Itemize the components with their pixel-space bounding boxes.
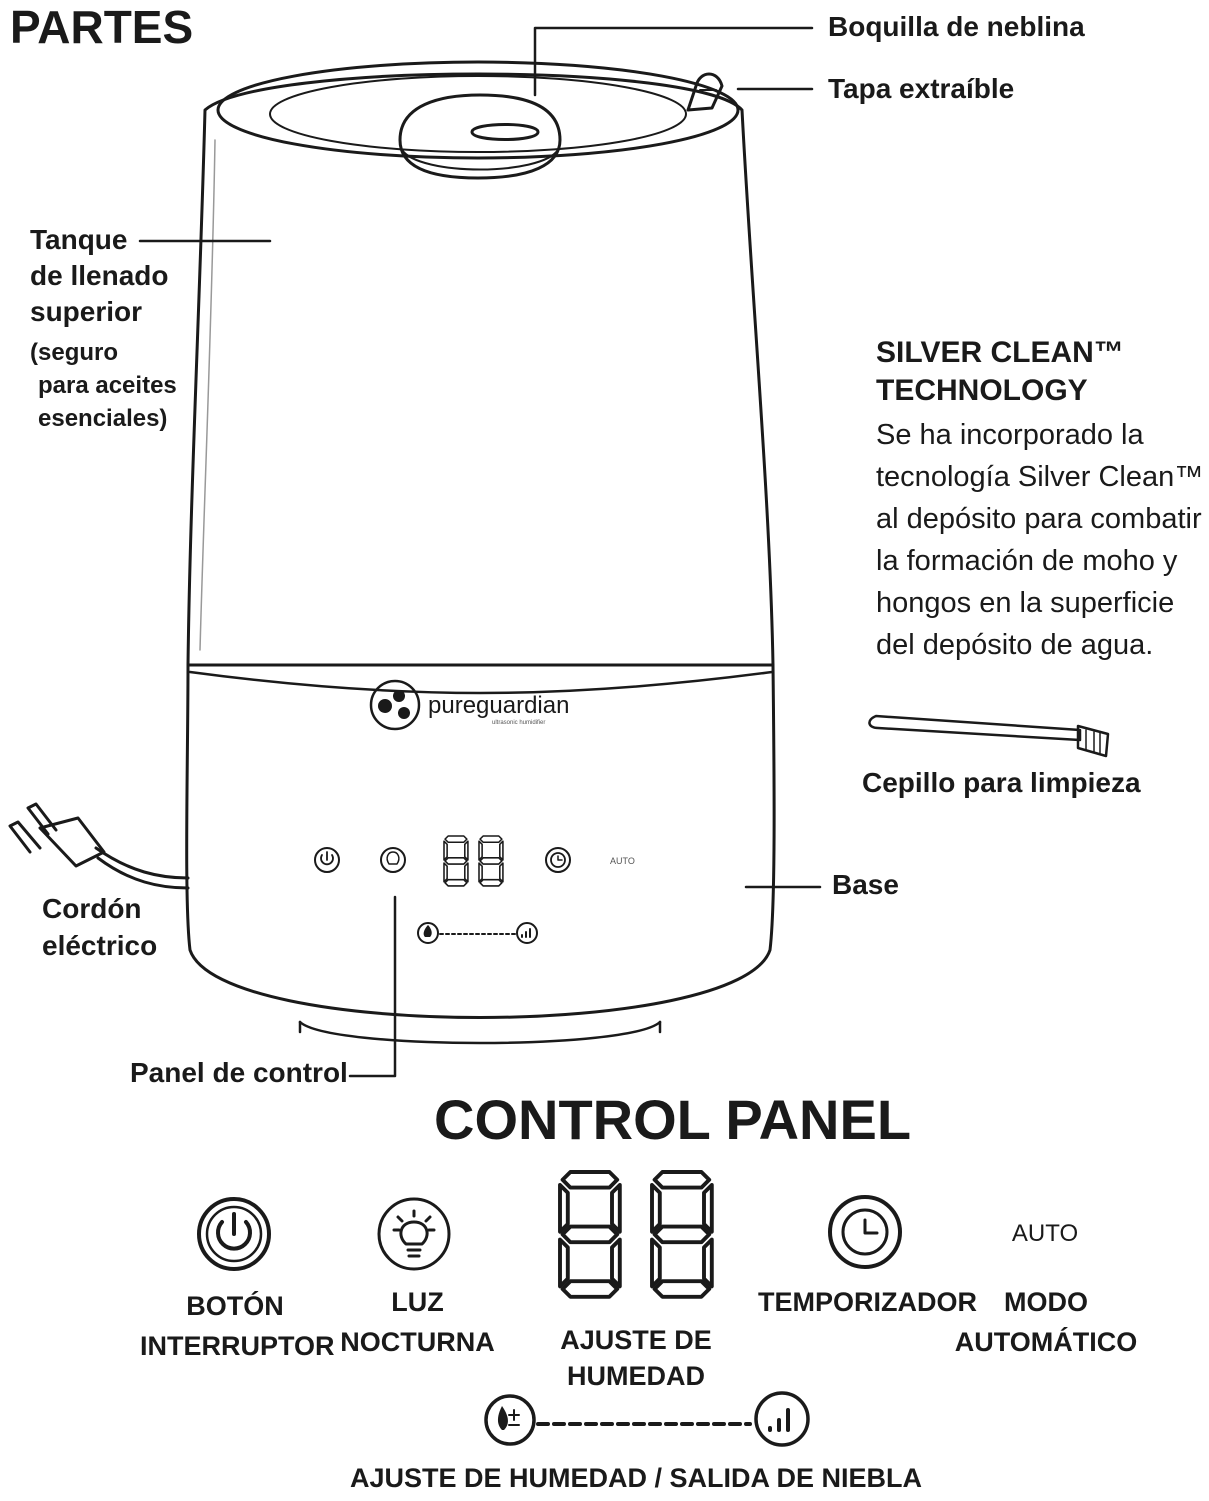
- brand-logo: [371, 681, 419, 729]
- power-icon: [199, 1199, 269, 1269]
- label-top-fill-tank: Tanque de llenado superior: [30, 222, 168, 330]
- auto-indicator: AUTO: [980, 1220, 1110, 1249]
- device-light-icon: [381, 848, 405, 872]
- plug-icon: [40, 818, 104, 866]
- humidifier-body: [187, 74, 774, 1043]
- device-timer-icon: [546, 848, 570, 872]
- body-line: al depósito para combatir: [876, 498, 1209, 540]
- label-cleaning-brush: Cepillo para limpieza: [862, 766, 1141, 800]
- label-line: Cordón: [42, 890, 157, 927]
- label-mist-output: AJUSTE DE HUMEDAD / SALIDA DE NIEBLA: [0, 1462, 1209, 1494]
- base-bottom-rim: [300, 1022, 660, 1043]
- label-line: LUZ: [340, 1282, 495, 1322]
- label-mist-nozzle: Boquilla de neblina: [828, 10, 1085, 44]
- page-title: PARTES: [10, 4, 193, 50]
- label-line: AJUSTE DE: [540, 1322, 732, 1358]
- title-line: SILVER CLEAN™: [876, 334, 1124, 372]
- device-control-panel: [315, 836, 570, 943]
- silver-clean-title: SILVER CLEAN™ TECHNOLOGY: [876, 334, 1124, 410]
- body-line: la formación de moho y: [876, 540, 1209, 582]
- mist-nozzle: [400, 95, 560, 178]
- title-line: TECHNOLOGY: [876, 372, 1124, 410]
- brand-tagline: ultrasonic humidifier: [492, 720, 545, 726]
- label-line: (seguro: [30, 336, 177, 369]
- signal-bars-icon: [756, 1393, 808, 1445]
- label-line: esenciales): [30, 402, 177, 435]
- leader-lines: [140, 28, 820, 1076]
- water-drop-icon: [486, 1396, 534, 1444]
- brush-icon: [869, 716, 1108, 756]
- label-line: Tanque: [30, 222, 168, 258]
- silver-clean-description: Se ha incorporado la tecnología Silver C…: [876, 414, 1209, 666]
- power-cord: [10, 804, 188, 888]
- label-base: Base: [832, 868, 899, 902]
- label-line: BOTÓN: [140, 1286, 330, 1326]
- seven-segment-display: [560, 1172, 712, 1297]
- tank-outline: [188, 74, 773, 665]
- label-night-light: LUZ NOCTURNA: [340, 1282, 495, 1362]
- body-line: Se ha incorporado la: [876, 414, 1209, 456]
- label-power-button: BOTÓN INTERRUPTOR: [140, 1286, 330, 1366]
- label-line: INTERRUPTOR: [140, 1326, 330, 1366]
- device-auto-indicator: AUTO: [610, 856, 635, 866]
- body-line: tecnología Silver Clean™: [876, 456, 1209, 498]
- label-line: superior: [30, 294, 168, 330]
- label-control-panel: Panel de control: [130, 1056, 348, 1090]
- label-power-cord: Cordón eléctrico: [42, 890, 157, 964]
- body-line: hongos en la superficie: [876, 582, 1209, 624]
- clock-icon: [830, 1197, 900, 1267]
- label-line: para aceites: [30, 369, 177, 402]
- device-power-icon: [315, 848, 339, 872]
- brand-name: pureguardian: [428, 692, 569, 719]
- label-tank-note: (seguro para aceites esenciales): [30, 336, 177, 435]
- label-removable-lid: Tapa extraíble: [828, 72, 1014, 106]
- removable-lid: [218, 62, 738, 158]
- lightbulb-icon: [379, 1199, 449, 1269]
- body-line: del depósito de agua.: [876, 624, 1209, 666]
- base-top-seam: [190, 672, 772, 693]
- label-humidity-setting: AJUSTE DE HUMEDAD: [540, 1322, 732, 1394]
- device-seven-segment-display: [444, 836, 503, 886]
- label-line: MODO: [950, 1282, 1142, 1322]
- label-line: AUTOMÁTICO: [950, 1322, 1142, 1362]
- label-auto-mode: MODO AUTOMÁTICO: [950, 1282, 1142, 1362]
- label-line: eléctrico: [42, 927, 157, 964]
- label-line: NOCTURNA: [340, 1322, 495, 1362]
- control-panel-title: CONTROL PANEL: [434, 1092, 911, 1148]
- label-line: HUMEDAD: [540, 1358, 732, 1394]
- label-timer: TEMPORIZADOR: [758, 1286, 977, 1318]
- device-mist-slider: [418, 923, 537, 943]
- label-line: de llenado: [30, 258, 168, 294]
